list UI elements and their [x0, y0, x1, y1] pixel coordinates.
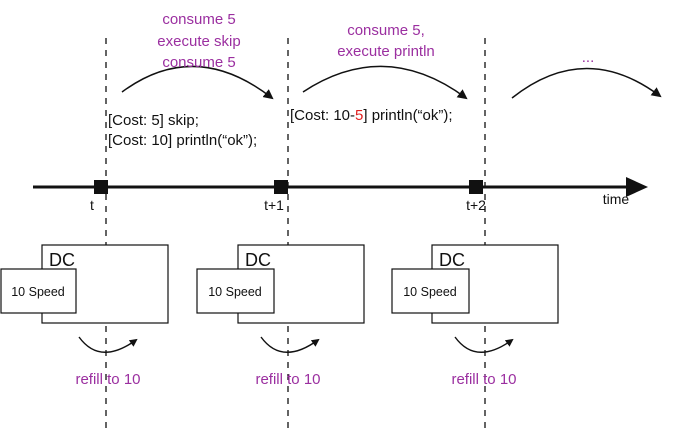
tick-marker-t [94, 180, 108, 194]
time-axis-arrowhead [626, 177, 648, 197]
speed-box [196, 268, 275, 314]
axis-label-time: time [603, 191, 630, 207]
step1-label-line2: execute skip [157, 33, 240, 50]
refill-arrow [454, 336, 514, 353]
dc-title: DC [439, 250, 465, 270]
refill-label: refill to 10 [451, 371, 516, 388]
step2-label-line2: execute println [337, 43, 435, 60]
code-line-println: [Cost: 10] println(“ok”); [108, 132, 257, 149]
dc-box-group-3: DC 10 Speed refill to 10 [391, 244, 559, 388]
dc-box-group-1: DC 10 Speed refill to 10 [0, 244, 169, 388]
step2-label-line1: consume 5, [347, 22, 425, 39]
tick-label-t2: t+2 [466, 197, 486, 213]
speed-label: 10 Speed [403, 285, 457, 299]
step3-ellipsis: ... [582, 49, 595, 66]
dc-title: DC [245, 250, 271, 270]
step1-label-line1: consume 5 [162, 11, 235, 28]
refill-label: refill to 10 [75, 371, 140, 388]
tick-marker-t2 [469, 180, 483, 194]
curved-arrow-1 [121, 65, 274, 100]
tick-label-t1: t+1 [264, 197, 284, 213]
speed-box [0, 268, 77, 314]
step1-label-line3: consume 5 [162, 54, 235, 71]
dc-box-group-2: DC 10 Speed refill to 10 [196, 244, 365, 388]
code-line3-red: 5 [355, 107, 363, 124]
code-line-println-reduced: [Cost: 10-5] println(“ok”); [290, 107, 453, 124]
speed-label: 10 Speed [208, 285, 262, 299]
curved-arrow-3 [511, 67, 662, 99]
refill-label: refill to 10 [255, 371, 320, 388]
code-line3-part-a: [Cost: 10- [290, 107, 355, 124]
refill-arrow [78, 336, 138, 353]
speed-box [391, 268, 470, 314]
code-line-skip: [Cost: 5] skip; [108, 112, 199, 129]
tick-marker-t1 [274, 180, 288, 194]
curved-arrow-2 [302, 65, 468, 100]
speed-label: 10 Speed [11, 285, 65, 299]
refill-arrow [260, 336, 320, 353]
dc-title: DC [49, 250, 75, 270]
code-line3-part-b: ] println(“ok”); [363, 107, 452, 124]
tick-label-t: t [90, 197, 94, 213]
